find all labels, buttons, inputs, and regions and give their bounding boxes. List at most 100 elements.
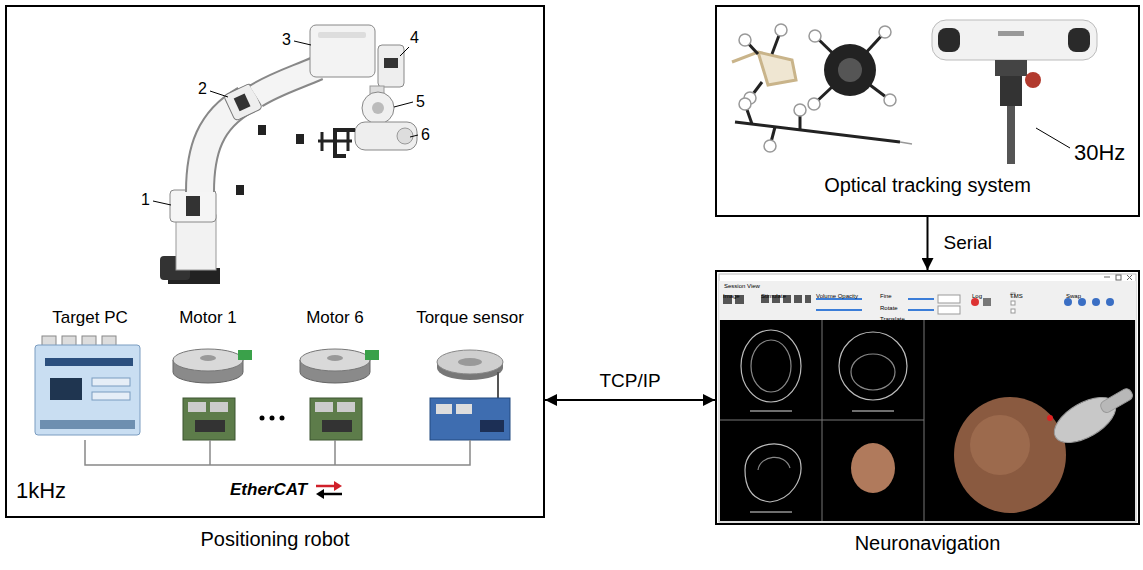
navigation-screenshot: [1011, 301, 1015, 305]
robot-arm: [186, 196, 200, 216]
tracking-camera: [998, 31, 1024, 36]
tracking-markers: [739, 98, 751, 110]
navigation-screenshot: [741, 330, 907, 502]
torque-sensor: [458, 358, 482, 366]
text-holder: Positioning robot: [7, 528, 543, 551]
navigation-screenshot: [908, 298, 934, 300]
tracking-markers: [739, 24, 896, 152]
tracking-markers: [838, 58, 862, 82]
robot-arm: [335, 130, 355, 156]
target-pc-board: [40, 420, 135, 429]
text-holder: Optical tracking system: [717, 174, 1138, 197]
text-holder: Session View: [724, 274, 760, 292]
leader-line: [153, 41, 418, 205]
motor-with-driver: [337, 402, 355, 412]
robot-arm: [160, 25, 417, 284]
robot-arm: [256, 68, 318, 96]
navigation-screenshot: [851, 354, 895, 390]
navigation-screenshot: [971, 298, 979, 306]
target-pc-board: [35, 336, 140, 435]
tracking-markers: [809, 30, 821, 42]
connector-arrow: [927, 217, 929, 270]
tracking-markers: [824, 44, 876, 96]
tracking-markers: [900, 142, 912, 144]
panel-box: Optical tracking system: [715, 5, 1140, 217]
tracking-markers: [732, 24, 912, 152]
tracking-camera: [932, 20, 1097, 164]
text-holder: Swap: [1066, 284, 1081, 302]
text-holder: Serial: [942, 232, 995, 254]
navigation-screenshot: [1092, 298, 1100, 306]
ethercat-arrows: [334, 481, 342, 491]
motor-with-driver: [173, 349, 252, 440]
text-holder: Log: [972, 284, 982, 302]
torque-sensor: [456, 404, 472, 414]
component-label: Target PC: [52, 308, 128, 328]
text-holder: Neuronavigation: [717, 532, 1138, 555]
callout-number: 5: [416, 93, 425, 111]
text-holder: Target PC: [52, 308, 128, 328]
robot-arm: [258, 125, 266, 135]
text-holder: TMS: [1010, 284, 1023, 302]
tracking-camera: [1036, 128, 1070, 148]
robot-arm: [372, 102, 384, 114]
panel-caption: Positioning robot: [201, 528, 350, 551]
navigation-screenshot: [1064, 298, 1072, 306]
text-holder: 4: [410, 29, 419, 47]
motor-with-driver: [173, 349, 243, 371]
text-holder: Volume Opacity: [816, 284, 858, 302]
navigation-screenshot: [805, 295, 811, 303]
text-holder: 6: [421, 126, 430, 144]
tracking-markers: [764, 140, 776, 152]
navigation-screenshot: [719, 274, 1136, 522]
callout-number: 2: [198, 80, 207, 98]
ui-label: Translate: [880, 316, 905, 323]
motor-with-driver: [200, 355, 216, 361]
ui-label: Fine: [880, 293, 892, 300]
navigation-screenshot: [1116, 275, 1121, 280]
target-pc-board: [35, 345, 140, 435]
text-holder: TCP/IP: [597, 370, 662, 392]
navigation-screenshot: [852, 411, 894, 412]
robot-arm: [362, 92, 394, 124]
target-pc-board: [50, 378, 82, 400]
robot-arm: [318, 132, 352, 151]
component-label: Motor 6: [306, 308, 364, 328]
callout-number: 6: [421, 126, 430, 144]
navigation-screenshot: [938, 295, 960, 303]
text-holder: Motor 6: [306, 308, 364, 328]
navigation-screenshot: [1104, 277, 1110, 278]
navigation-screenshot: [954, 397, 1066, 513]
ethercat-wire: [209, 440, 211, 465]
ui-label: Session View: [724, 283, 760, 290]
torque-sensor: [436, 404, 452, 414]
ellipsis-dots: [270, 416, 275, 421]
navigation-screenshot: [816, 309, 862, 311]
ethercat-arrows: [316, 489, 324, 499]
navigation-screenshot: [1099, 387, 1134, 414]
tracking-camera: [1000, 76, 1022, 106]
navigation-screenshot: [720, 420, 924, 421]
ellipsis-dots: [280, 416, 285, 421]
ui-label: TMS: [1010, 293, 1023, 300]
motor-with-driver: [322, 420, 352, 432]
navigation-screenshot: [1078, 298, 1086, 306]
text-holder: 2: [198, 80, 207, 98]
edge-label: TCP/IP: [597, 370, 662, 392]
leader-line: [210, 91, 228, 97]
motor-with-driver: [210, 402, 228, 412]
leader-line: [394, 102, 413, 107]
ellipsis-dots: [260, 416, 285, 421]
navigation-screenshot: [719, 281, 1136, 320]
panel-box: Neuronavigation: [715, 270, 1140, 525]
leader-line: [153, 201, 171, 205]
tracking-markers: [808, 98, 820, 110]
robot-arm: [318, 32, 366, 38]
robot-arm: [397, 128, 413, 144]
navigation-screenshot: [1011, 309, 1015, 313]
motor-with-driver: [310, 398, 362, 440]
text-holder: Stimulate: [761, 284, 786, 302]
panel-caption: Neuronavigation: [855, 532, 1001, 555]
ui-label: Swap: [1066, 293, 1081, 300]
tracking-camera: [1025, 72, 1041, 88]
